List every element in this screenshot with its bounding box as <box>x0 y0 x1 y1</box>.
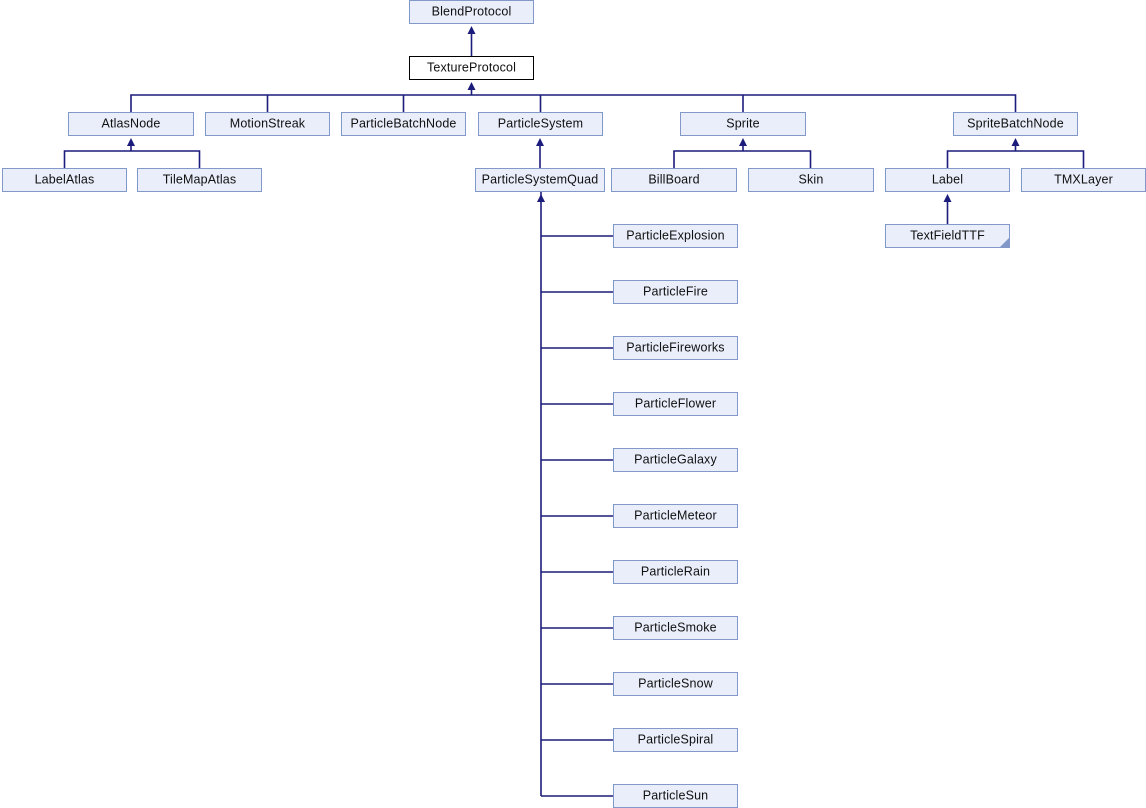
class-node-label: ParticleExplosion <box>626 228 725 243</box>
class-node-label: ParticleRain <box>640 564 711 579</box>
class-node-particlesun[interactable]: ParticleSun <box>613 784 738 808</box>
inheritance-arrowhead <box>943 194 952 202</box>
class-node-label: LabelAtlas <box>34 172 95 187</box>
class-node-particlefire[interactable]: ParticleFire <box>613 280 738 304</box>
class-node-label: Skin <box>798 172 824 187</box>
class-node-label: TMXLayer <box>1054 172 1113 187</box>
class-node-atlasnode[interactable]: AtlasNode <box>68 112 194 136</box>
inheritance-arrowhead <box>1011 138 1020 146</box>
inheritance-arrowhead <box>739 138 747 146</box>
class-node-label: MotionStreak <box>229 116 306 131</box>
class-node-textureprotocol[interactable]: TextureProtocol <box>409 56 534 80</box>
class-node-label: ParticleGalaxy <box>634 452 717 467</box>
class-node-label: ParticleMeteor <box>634 508 717 523</box>
class-node-label: ParticleSystemQuad <box>481 172 599 187</box>
class-node-label: TextureProtocol <box>426 60 517 75</box>
class-node-labelatlas[interactable]: LabelAtlas <box>2 168 127 192</box>
class-node-billboard[interactable]: BillBoard <box>611 168 737 192</box>
class-node-particlegalaxy[interactable]: ParticleGalaxy <box>613 448 738 472</box>
class-node-particlesnow[interactable]: ParticleSnow <box>613 672 738 696</box>
class-node-skin[interactable]: Skin <box>748 168 874 192</box>
class-node-label: BlendProtocol <box>431 4 512 19</box>
class-node-label: ParticleSpiral <box>637 732 714 747</box>
inheritance-arrowhead <box>537 194 545 202</box>
class-node-label: ParticleFlower <box>634 396 717 411</box>
class-node-sprite[interactable]: Sprite <box>680 112 806 136</box>
class-node-label: TileMapAtlas <box>162 172 237 187</box>
class-node-particlerain[interactable]: ParticleRain <box>613 560 738 584</box>
inheritance-arrowhead <box>127 138 135 146</box>
edge-lines <box>63 34 1085 797</box>
class-node-particleflower[interactable]: ParticleFlower <box>613 392 738 416</box>
inheritance-arrowhead <box>536 138 544 146</box>
class-node-label: AtlasNode <box>101 116 161 131</box>
class-node-label: Sprite <box>726 116 760 131</box>
class-node-label: ParticleFire <box>642 284 708 299</box>
inheritance-edge <box>673 150 812 168</box>
class-node-spritebatchnode[interactable]: SpriteBatchNode <box>953 112 1078 136</box>
class-node-particlemeteor[interactable]: ParticleMeteor <box>613 504 738 528</box>
class-node-tmxlayer[interactable]: TMXLayer <box>1021 168 1146 192</box>
class-node-label[interactable]: Label <box>885 168 1010 192</box>
class-node-blendprotocol[interactable]: BlendProtocol <box>409 0 534 24</box>
class-node-motionstreak[interactable]: MotionStreak <box>205 112 330 136</box>
inheritance-edge <box>946 150 1085 168</box>
class-node-label: ParticleSmoke <box>634 620 717 635</box>
class-node-particleexplosion[interactable]: ParticleExplosion <box>613 224 738 248</box>
class-node-label: ParticleSnow <box>638 676 713 691</box>
class-node-particlebatchnode[interactable]: ParticleBatchNode <box>341 112 466 136</box>
class-node-label: ParticleSun <box>642 788 709 803</box>
class-node-label: ParticleBatchNode <box>350 116 457 131</box>
class-node-particlespiral[interactable]: ParticleSpiral <box>613 728 738 752</box>
inheritance-edge <box>63 150 201 168</box>
class-node-particlesystemquad[interactable]: ParticleSystemQuad <box>475 168 605 192</box>
inheritance-arrowhead <box>467 26 476 34</box>
class-node-label: Label <box>931 172 964 187</box>
class-node-label: ParticleSystem <box>497 116 584 131</box>
inheritance-arrowhead <box>467 82 476 90</box>
class-node-label: ParticleFireworks <box>626 340 725 355</box>
class-node-textfieldttf[interactable]: TextFieldTTF <box>885 224 1010 248</box>
class-node-label: TextFieldTTF <box>910 228 985 243</box>
edge-arrowheads <box>127 26 1020 202</box>
inheritance-edge <box>130 94 1017 112</box>
class-node-particlefireworks[interactable]: ParticleFireworks <box>613 336 738 360</box>
class-node-label: SpriteBatchNode <box>967 116 1064 131</box>
class-node-particlesystem[interactable]: ParticleSystem <box>478 112 603 136</box>
class-node-particlesmoke[interactable]: ParticleSmoke <box>613 616 738 640</box>
class-node-label: BillBoard <box>648 172 700 187</box>
class-node-tilemapatlas[interactable]: TileMapAtlas <box>137 168 262 192</box>
